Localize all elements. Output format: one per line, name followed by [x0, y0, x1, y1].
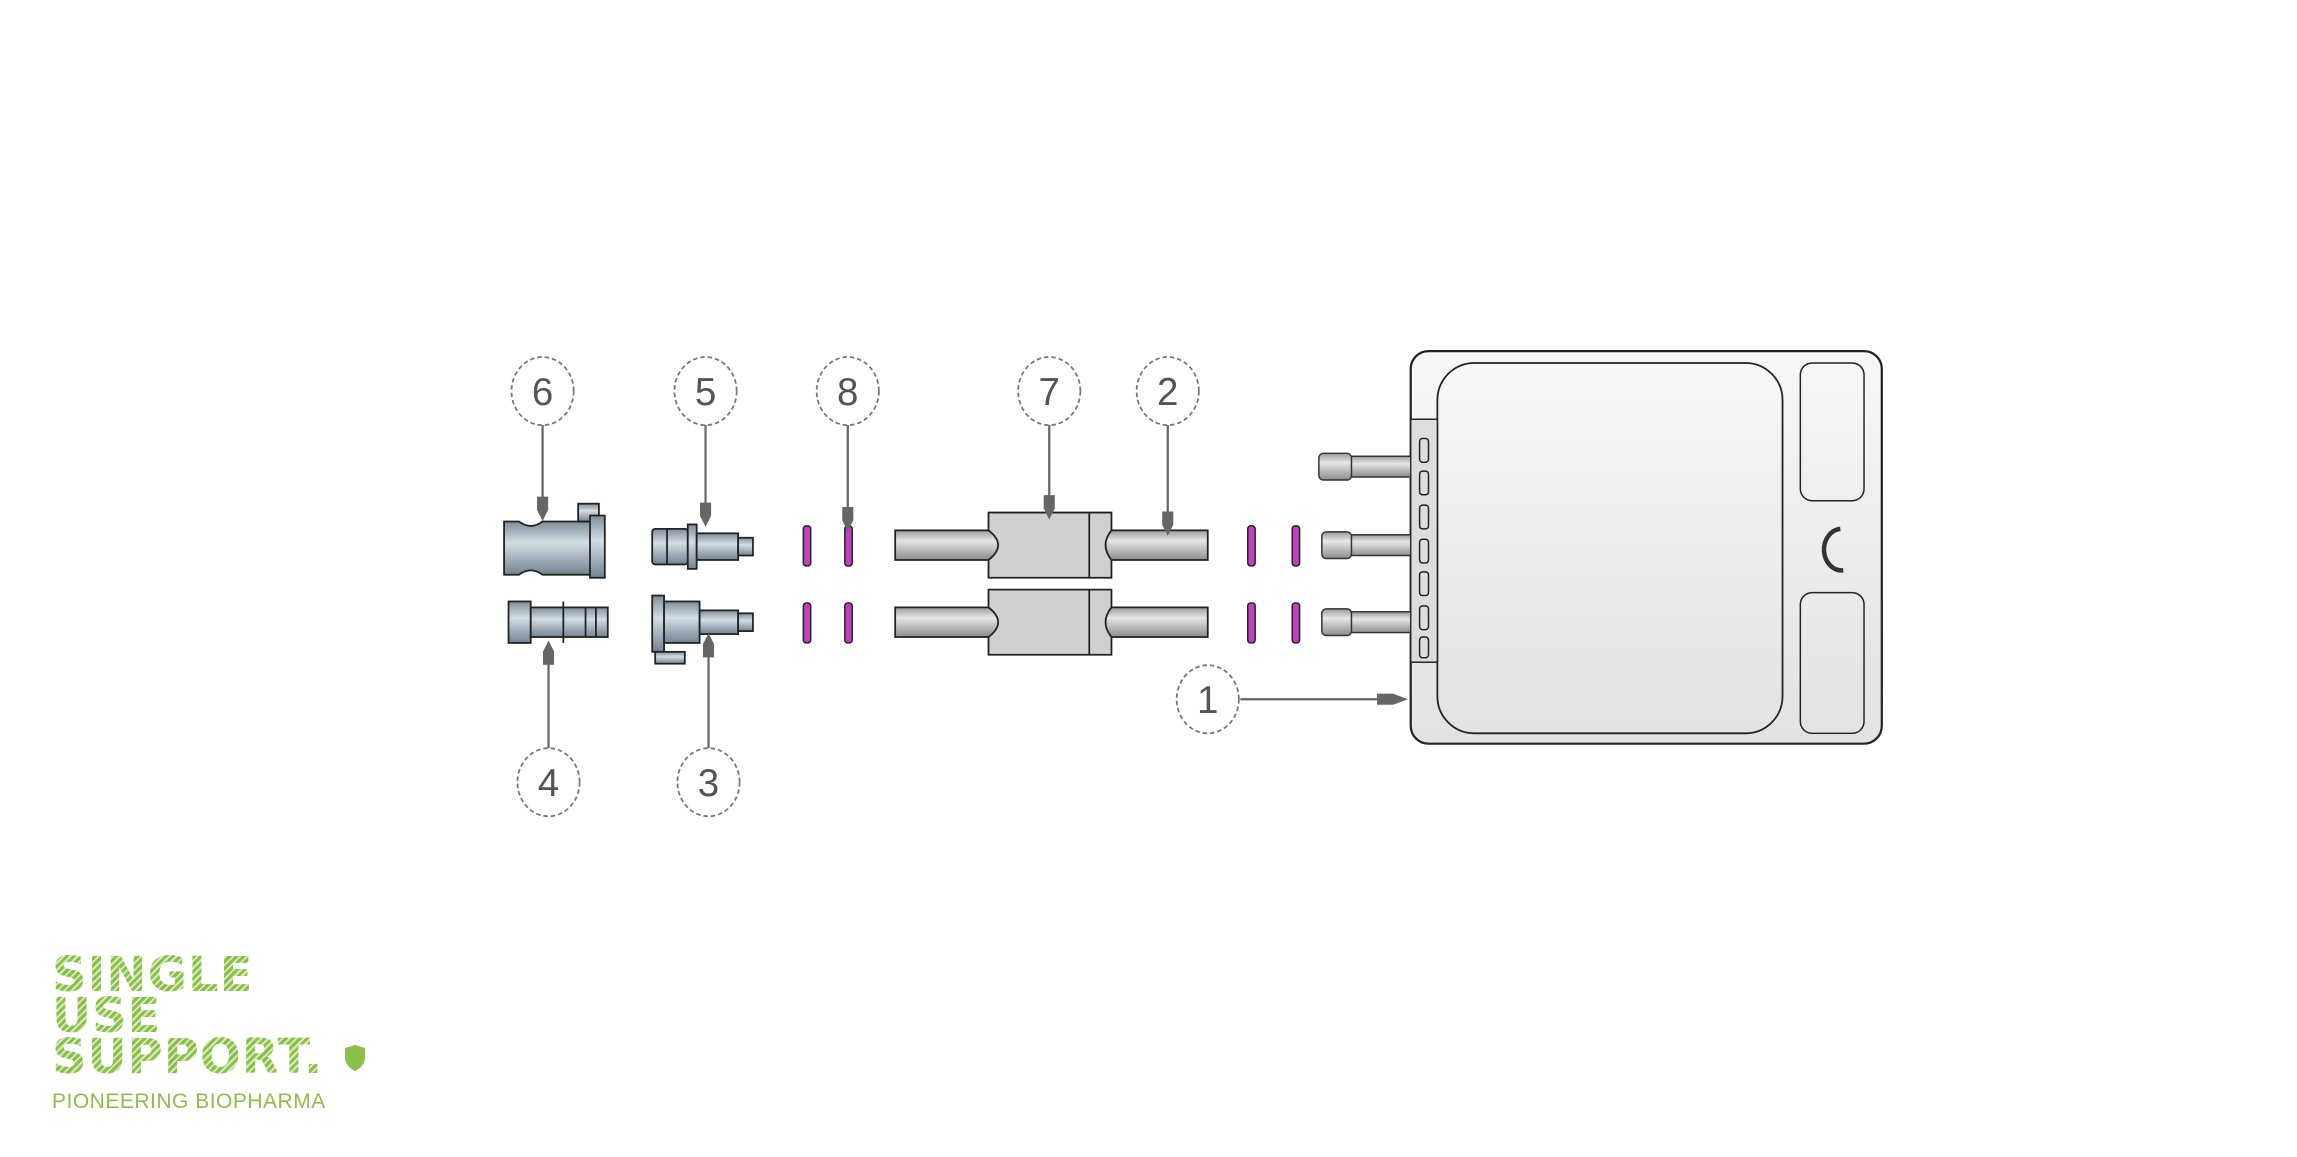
svg-text:6: 6: [532, 371, 553, 414]
svg-text:2: 2: [1157, 371, 1178, 414]
callout-7: 7: [1017, 356, 1082, 427]
svg-text:3: 3: [698, 762, 719, 805]
svg-text:5: 5: [695, 371, 716, 414]
logo-line-2: USE: [52, 992, 326, 1040]
logo-line-3: SUPPORT.: [52, 1033, 326, 1081]
connector-part-3: [651, 594, 754, 665]
callout-8: 8: [815, 356, 880, 427]
callout-4: 4: [516, 747, 581, 818]
logo-tagline: PIONEERING BIOPHARMA: [52, 1090, 326, 1113]
svg-text:7: 7: [1039, 371, 1060, 414]
svg-text:4: 4: [538, 762, 559, 805]
logo-line-1: SINGLE: [52, 951, 326, 999]
svg-text:8: 8: [837, 371, 858, 414]
callout-3: 3: [676, 747, 741, 818]
callout-1: 1: [1175, 664, 1240, 735]
callout-5: 5: [673, 356, 738, 427]
leader-lines: [537, 423, 1408, 750]
connector-part-6: [503, 502, 606, 579]
connector-part-5: [651, 523, 754, 570]
bag-part-1: [1318, 349, 1883, 745]
sleeves-part-7: [987, 511, 1113, 656]
shield-icon: [345, 1045, 365, 1071]
callout-6: 6: [510, 356, 575, 427]
callout-2: 2: [1135, 356, 1200, 427]
single-use-support-logo: SINGLE USE SUPPORT. PIONEERING BIOPHARMA: [52, 951, 365, 1114]
svg-text:1: 1: [1197, 679, 1218, 722]
o-rings-part-8: [802, 525, 1301, 644]
connector-part-4: [507, 600, 609, 644]
